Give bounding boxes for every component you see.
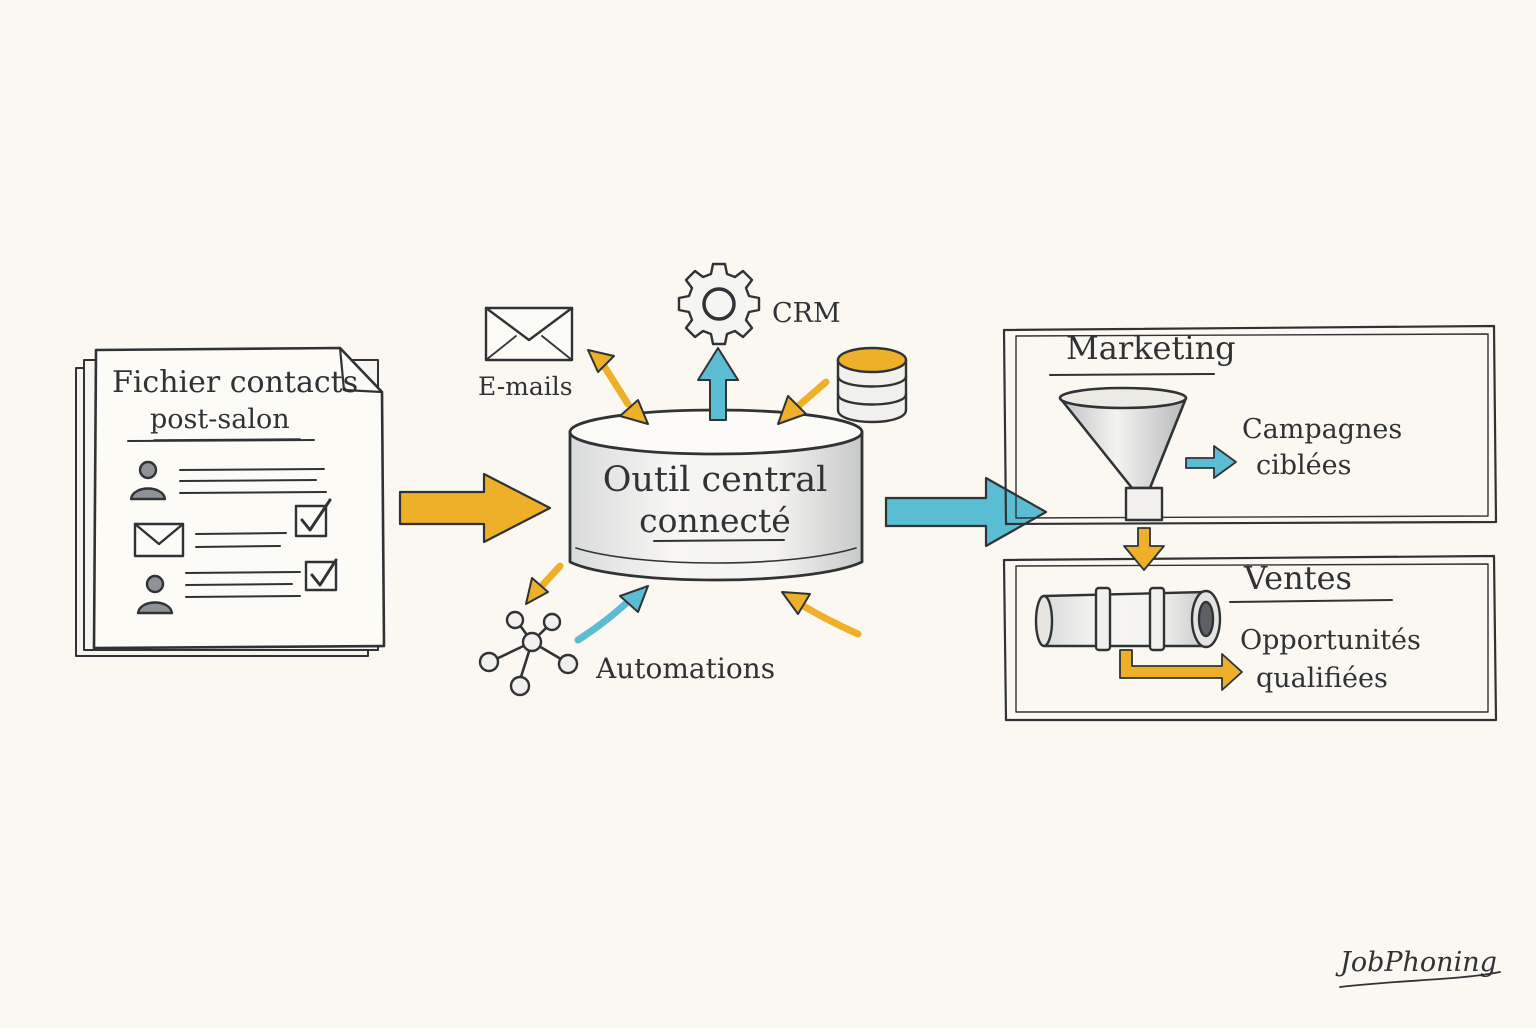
arrow-to-opportunities bbox=[1119, 649, 1243, 691]
campaigns-label-line2: ciblées bbox=[1256, 450, 1352, 481]
document-title-line1: Fichier contacts bbox=[112, 365, 359, 400]
flow-arrow-to-hub bbox=[398, 472, 552, 544]
campaigns-label-line1: Campagnes bbox=[1242, 414, 1403, 445]
envelope-icon bbox=[133, 522, 185, 558]
arrow-to-sales bbox=[1123, 527, 1165, 571]
checkbox-icon bbox=[294, 498, 332, 538]
funnel-icon bbox=[1058, 386, 1188, 522]
pipe-icon bbox=[1034, 586, 1222, 652]
crm-label: CRM bbox=[772, 298, 841, 329]
arrow-into-hub bbox=[781, 591, 862, 638]
gear-icon bbox=[677, 262, 761, 346]
checkbox-icon bbox=[304, 558, 338, 592]
person-icon bbox=[129, 460, 167, 501]
arrow-to-campaigns bbox=[1185, 445, 1237, 479]
sales-title: Ventes bbox=[1244, 559, 1352, 597]
sales-frame bbox=[1002, 554, 1498, 722]
network-icon bbox=[478, 610, 579, 697]
sync-arrow-emails bbox=[587, 349, 649, 425]
sync-arrow-database bbox=[777, 378, 830, 425]
opportunities-label-line1: Opportunités bbox=[1240, 625, 1421, 656]
database-icon bbox=[836, 346, 908, 424]
up-arrow-crm bbox=[697, 347, 739, 421]
marketing-title: Marketing bbox=[1066, 329, 1236, 367]
automations-label: Automations bbox=[596, 652, 776, 685]
marketing-frame bbox=[1002, 324, 1498, 526]
document-line bbox=[179, 468, 327, 494]
arrow-from-automations bbox=[574, 585, 649, 644]
emails-label: E-mails bbox=[478, 372, 573, 401]
envelope-icon bbox=[484, 306, 574, 362]
flow-arrow-to-teams bbox=[884, 476, 1048, 548]
hub-title-line2: connecté bbox=[639, 501, 791, 540]
brand-logo: JobPhoning bbox=[1340, 947, 1497, 978]
section-underline bbox=[1049, 373, 1393, 603]
contacts-document bbox=[75, 346, 386, 657]
opportunities-label-line2: qualifiées bbox=[1256, 663, 1388, 694]
person-icon bbox=[136, 574, 174, 615]
arrow-to-automations bbox=[525, 562, 564, 605]
document-title-line2: post-salon bbox=[150, 404, 290, 435]
brand-underline bbox=[1339, 971, 1501, 988]
document-line bbox=[185, 571, 301, 598]
document-line bbox=[195, 532, 287, 548]
hub-title-line1: Outil central bbox=[602, 460, 828, 500]
